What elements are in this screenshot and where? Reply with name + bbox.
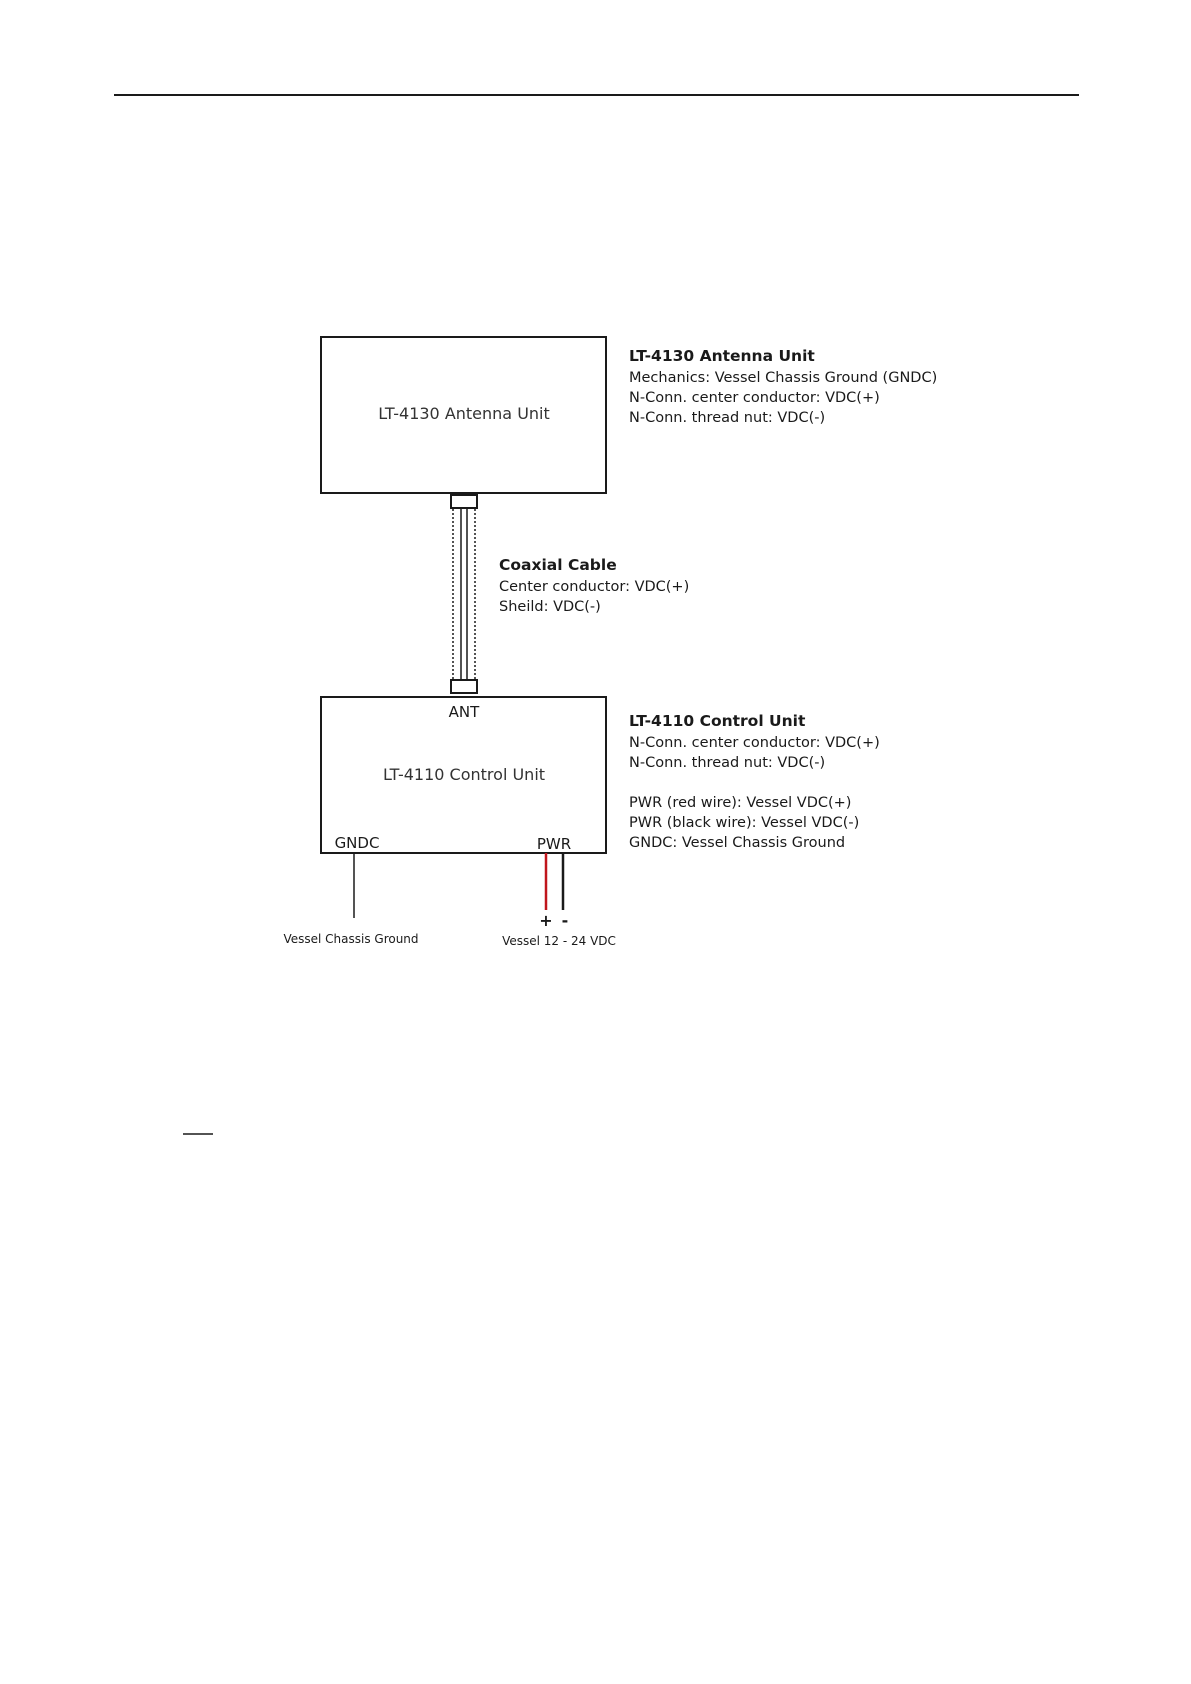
minus-sign: - (562, 911, 569, 930)
antenna-note-3: N-Conn. thread nut: VDC(-) (629, 410, 825, 426)
antenna-note-2: N-Conn. center conductor: VDC(+) (629, 390, 880, 406)
control-note-2: N-Conn. thread nut: VDC(-) (629, 755, 825, 771)
coax-note-2: Sheild: VDC(-) (499, 599, 601, 615)
power-label: Vessel 12 - 24 VDC (502, 934, 616, 948)
coax-note-1: Center conductor: VDC(+) (499, 579, 689, 595)
antenna-connector (450, 494, 478, 509)
coaxial-cable (452, 509, 476, 680)
antenna-unit-box (320, 336, 607, 494)
port-gndc-label: GNDC (335, 834, 380, 852)
antenna-unit-heading: LT-4130 Antenna Unit (629, 347, 815, 365)
port-pwr-label: PWR (537, 835, 571, 853)
control-unit-heading: LT-4110 Control Unit (629, 712, 806, 730)
port-ant-label: ANT (449, 703, 480, 721)
antenna-unit-box-label: LT-4130 Antenna Unit (378, 404, 550, 423)
control-note-5: GNDC: Vessel Chassis Ground (629, 835, 845, 851)
plus-sign: + (539, 911, 552, 930)
control-note-3: PWR (red wire): Vessel VDC(+) (629, 795, 851, 811)
coax-heading: Coaxial Cable (499, 556, 617, 574)
ground-label: Vessel Chassis Ground (283, 932, 418, 946)
control-connector (450, 679, 478, 694)
control-unit-box (320, 696, 607, 854)
control-note-4: PWR (black wire): Vessel VDC(-) (629, 815, 859, 831)
control-unit-box-label: LT-4110 Control Unit (383, 765, 545, 784)
control-note-1: N-Conn. center conductor: VDC(+) (629, 735, 880, 751)
antenna-note-1: Mechanics: Vessel Chassis Ground (GNDC) (629, 370, 937, 386)
